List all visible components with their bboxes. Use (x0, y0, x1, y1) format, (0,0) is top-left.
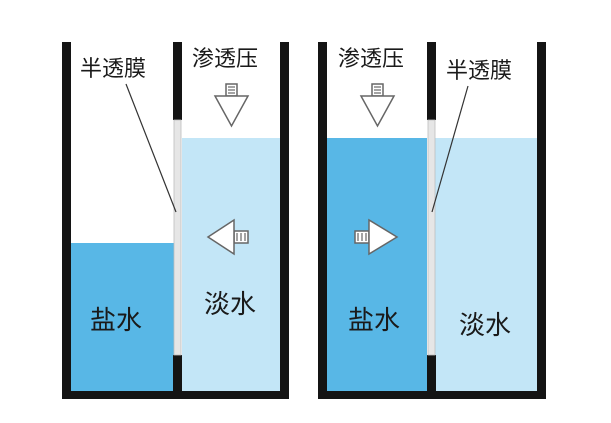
left-tank-divider-bottom (173, 355, 182, 391)
right-membrane-pointer (431, 85, 469, 213)
right-tank-divider-top (427, 42, 436, 120)
left-pressure-down-arrow-icon (213, 83, 250, 128)
left-membrane-pointer (125, 83, 177, 213)
left-membrane (173, 119, 182, 356)
left-tank-left-wall (62, 42, 71, 399)
right-fresh-water (434, 138, 537, 391)
right-salt-water (327, 138, 427, 391)
right-membrane (427, 119, 436, 356)
left-fresh-water (182, 138, 280, 391)
left-salt-water-label: 盐水 (90, 306, 142, 336)
left-tank-divider-top (173, 42, 182, 120)
right-tank: 渗透压 半透膜 盐水 淡水 (318, 42, 546, 399)
right-membrane-label: 半透膜 (446, 59, 512, 84)
left-tank: 半透膜 渗透压 盐水 淡水 (62, 42, 289, 399)
left-flow-arrow-icon (206, 218, 249, 256)
left-tank-bottom-wall (62, 391, 289, 399)
right-tank-left-wall (318, 42, 327, 399)
right-flow-arrow-icon (354, 218, 399, 256)
left-salt-water (71, 243, 174, 391)
right-salt-water-label: 盐水 (348, 306, 400, 336)
right-pressure-down-arrow-icon (359, 83, 396, 128)
left-membrane-label: 半透膜 (80, 57, 146, 82)
right-pressure-label: 渗透压 (338, 47, 404, 72)
right-fresh-water-label: 淡水 (459, 311, 511, 341)
right-tank-divider-bottom (427, 355, 436, 391)
left-fresh-water-label: 淡水 (204, 290, 256, 320)
left-pressure-label: 渗透压 (192, 47, 258, 72)
right-tank-right-wall (537, 42, 546, 399)
right-tank-bottom-wall (318, 391, 546, 399)
left-tank-right-wall (280, 42, 289, 399)
